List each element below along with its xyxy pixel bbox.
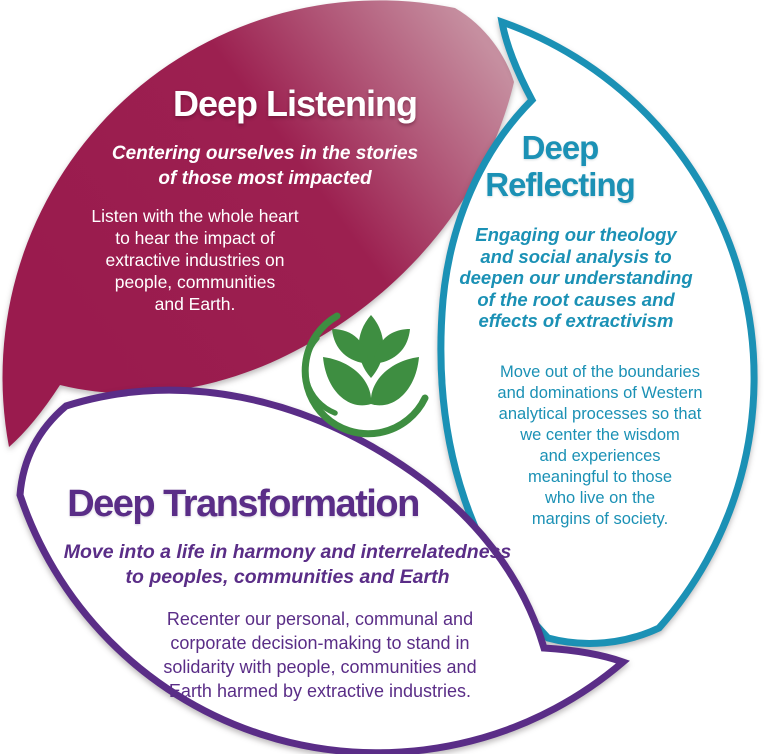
leaf-upper-left [332,329,369,364]
transformation-subtitle: Move into a life in harmony and interrel… [63,541,512,588]
leaf-lower-left [323,357,372,406]
listening-subtitle: Centering ourselves in the stories of th… [111,143,419,189]
reflecting-title: Deep Reflecting [485,129,636,203]
listening-body: Listen with the whole heart to hear the … [91,206,299,314]
segment-shape-listening [2,0,514,447]
transformation-body: Recenter our personal, communal and corp… [163,609,477,701]
segment-shape-transformation [16,386,630,754]
reflecting-subtitle: Engaging our theology and social analysi… [459,224,693,331]
transformation-title: Deep Transformation [67,483,420,525]
segment-shape-reflecting [437,16,758,647]
plant-inner-arc [302,335,338,416]
reflecting-body: Move out of the boundaries and dominatio… [497,363,703,528]
listening-title: Deep Listening [172,83,418,124]
leaf-lower-right [370,357,419,406]
plant-logo-icon [301,312,429,438]
leaf-upper-right [373,329,410,364]
